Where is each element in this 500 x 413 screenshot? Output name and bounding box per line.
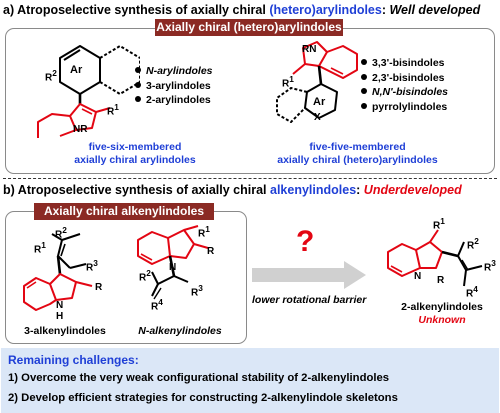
label-r4-e: R4: [466, 284, 478, 300]
label-r-e: R: [437, 275, 445, 286]
alkenylindole-3-structure: [23, 233, 93, 311]
label-r1-b: R1: [282, 74, 294, 90]
bullet-item: 2,3'-bisindoles: [361, 71, 448, 86]
right-caption: five-five-membered axially chiral (heter…: [277, 141, 438, 166]
section-b-highlight: alkenylindoles: [270, 183, 357, 197]
caption-3-alkenylindoles: 3-alkenylindoles: [24, 325, 106, 337]
section-a-banner: Axially chiral (hetero)arylindoles: [155, 19, 343, 36]
label-r1-a: R1: [107, 102, 119, 118]
label-r4-d: R4: [151, 297, 163, 313]
arrow-icon: [252, 261, 366, 289]
bullet-item: 3-arylindoles: [135, 79, 213, 94]
question-mark: ?: [296, 225, 315, 258]
label-r-d: R: [207, 246, 215, 257]
label-r2-a: R2: [45, 68, 57, 84]
left-bullet-list: N-arylindoles 3-arylindoles 2-arylindole…: [135, 64, 213, 108]
challenges-title: Remaining challenges:: [8, 353, 139, 367]
caption-n-alkenylindoles: N-alkenylindoles: [138, 325, 222, 337]
arylindole-structure: [37, 45, 140, 138]
section-a-heading: a) Atroposelective synthesis of axially …: [3, 3, 481, 17]
label-r2-d: R2: [139, 268, 151, 284]
label-r2-e: R2: [467, 236, 479, 252]
section-b-banner: Axially chiral alkenylindoles: [34, 203, 214, 220]
bullet-item: N,N'-bisindoles: [361, 85, 448, 100]
challenge-item-2: 2) Develop efficient strategies for cons…: [8, 392, 398, 404]
section-divider: [3, 178, 497, 179]
label-n-d: N: [169, 262, 177, 273]
arrow-label: lower rotational barrier: [252, 294, 367, 306]
right-bullet-list: 3,3'-bisindoles 2,3'-bisindoles N,N'-bis…: [361, 56, 448, 114]
label-r3-d: R3: [191, 283, 203, 299]
label-rn: RN: [302, 44, 317, 55]
alkenylindole-n-structure: [137, 225, 209, 300]
left-caption: five-six-membered axially chiral arylind…: [74, 141, 196, 166]
product-status: Unknown: [418, 313, 466, 326]
label-ar-b: Ar: [313, 96, 326, 108]
bullet-item: N-arylindoles: [135, 64, 213, 79]
caption-2-alkenylindoles: 2-alkenylindoles Unknown: [390, 301, 494, 326]
label-ar: Ar: [70, 64, 83, 76]
label-x: X: [314, 112, 321, 123]
bullet-item: pyrrolylindoles: [361, 100, 448, 115]
label-nr: NR: [73, 124, 88, 135]
alkenylindole-2-structure: [387, 229, 483, 287]
bullet-item: 3,3'-bisindoles: [361, 56, 448, 71]
section-b-heading: b) Atroposelective synthesis of axially …: [3, 183, 462, 197]
label-r2-c: R2: [55, 225, 67, 241]
section-b-status: Underdeveloped: [363, 183, 462, 197]
label-r3-e: R3: [484, 258, 496, 274]
label-r1-d: R1: [198, 224, 210, 240]
section-a-status: Well developed: [389, 3, 481, 17]
challenges-box: [1, 348, 499, 413]
label-r1-e: R1: [433, 216, 445, 232]
bullet-item: 2-arylindoles: [135, 93, 213, 108]
label-n-e: N: [414, 271, 422, 282]
label-r-c: R: [95, 282, 103, 293]
section-a-highlight: (hetero)arylindoles: [269, 3, 382, 17]
bisindole-structure: [276, 41, 358, 123]
challenge-item-1: 1) Overcome the very weak configurationa…: [8, 372, 390, 384]
label-r3-c: R3: [86, 258, 98, 274]
section-a-panel: [5, 28, 495, 174]
label-r1-c: R1: [34, 240, 46, 256]
